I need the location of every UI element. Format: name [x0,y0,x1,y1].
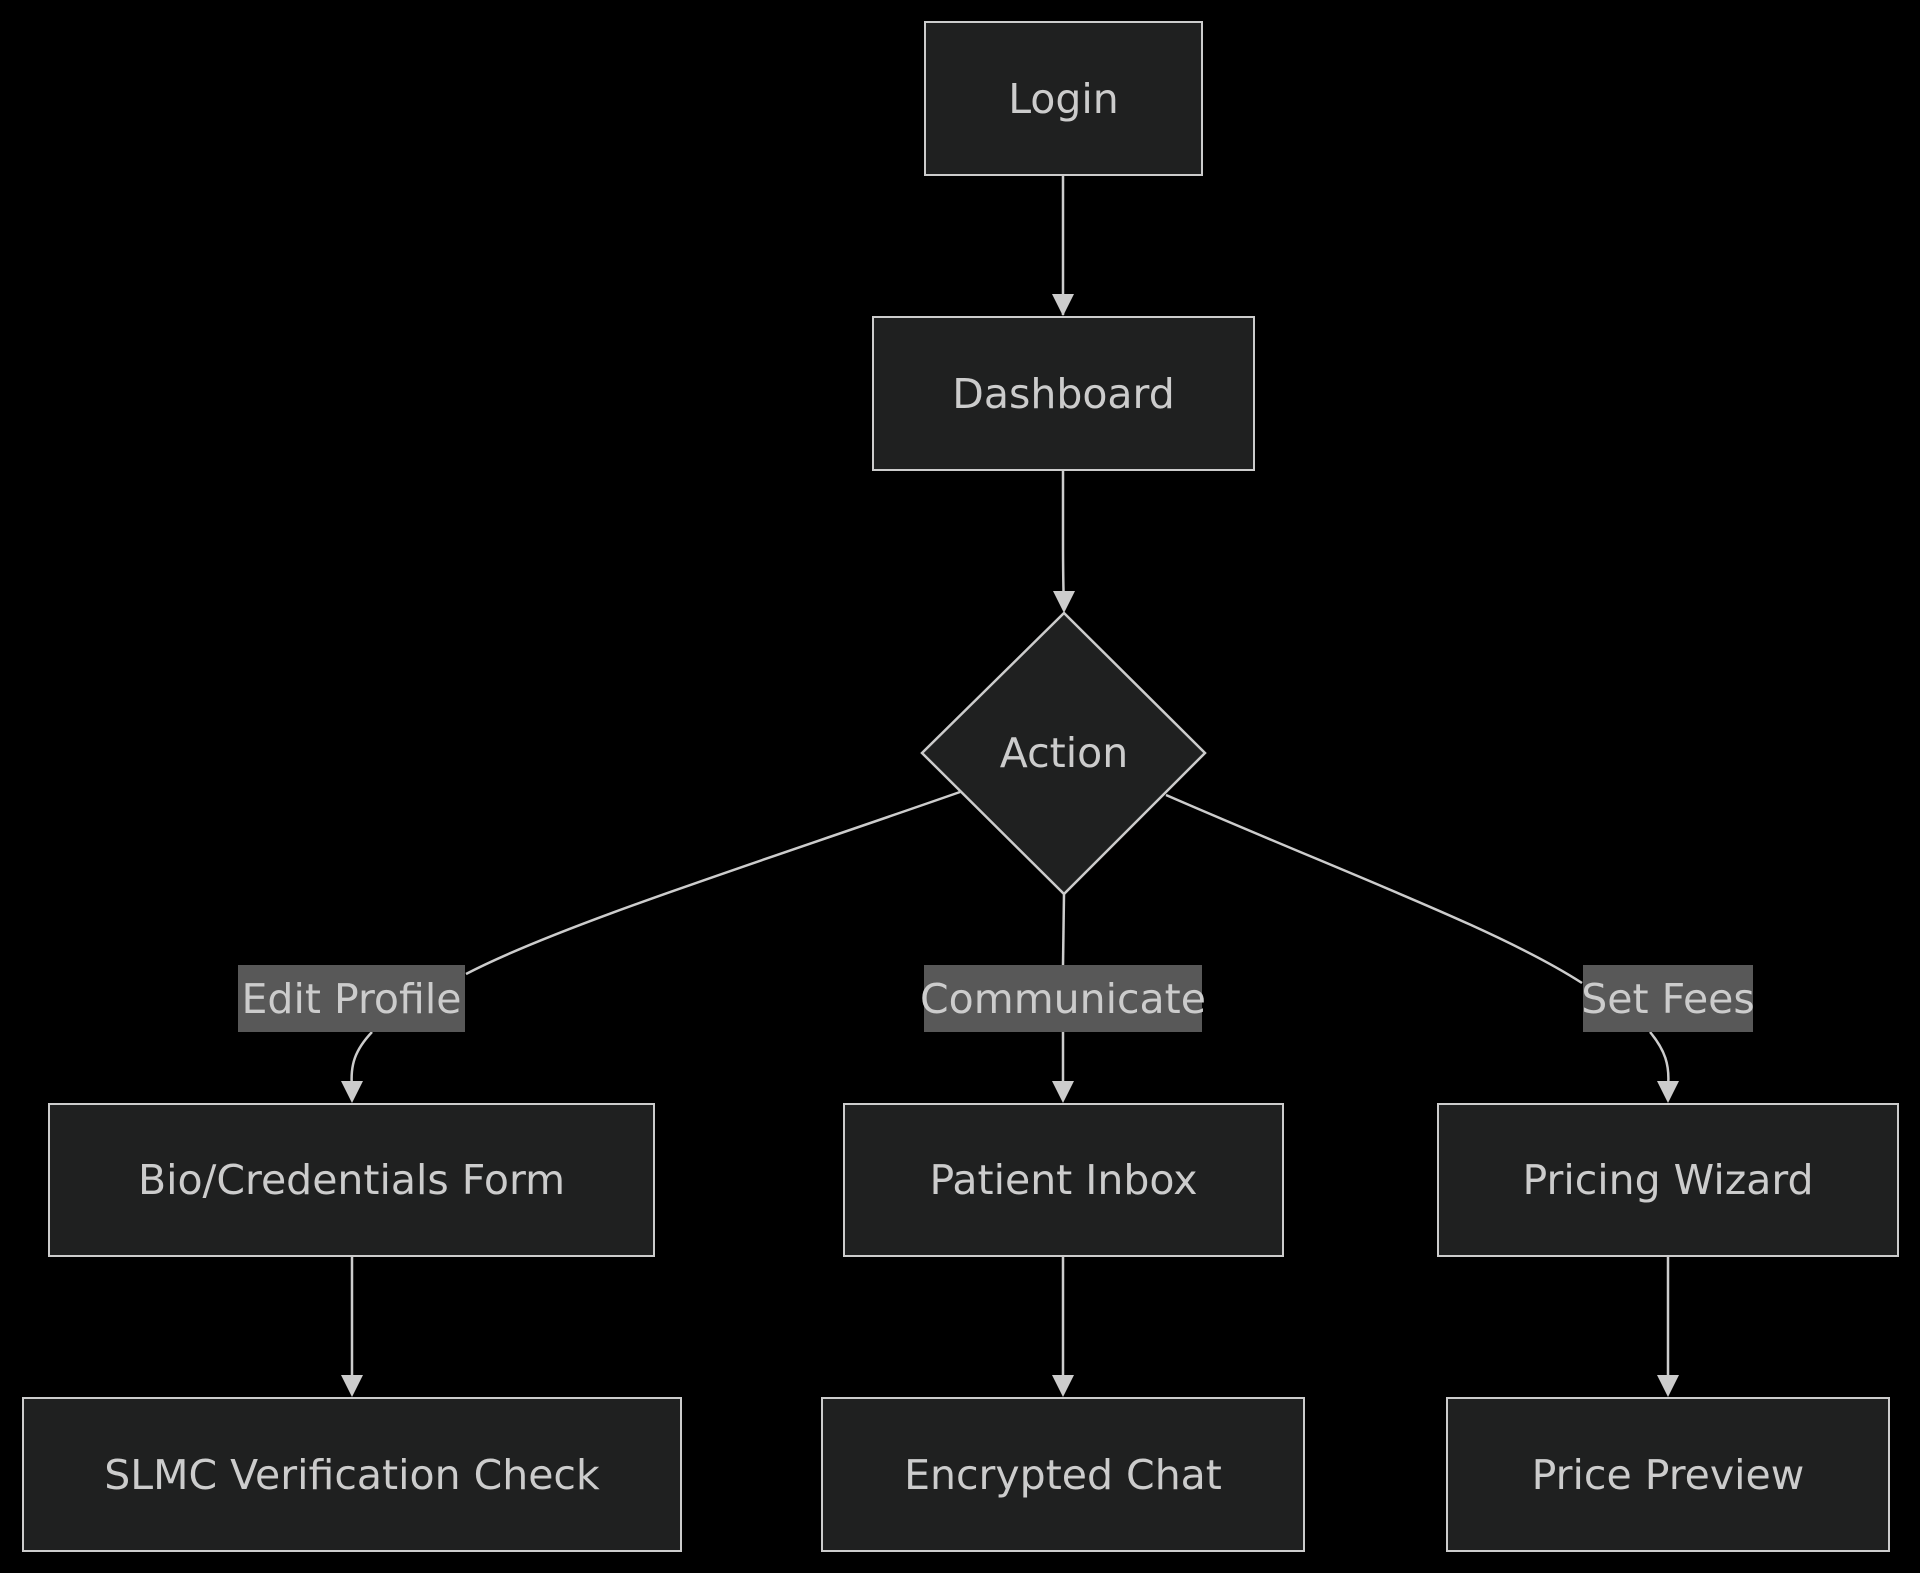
arrowhead-patient-inbox [1052,1081,1074,1103]
edge-action-communicate [1061,893,1066,966]
edge-action-set-fees [1165,793,1583,985]
node-pricing-wizard[interactable]: Pricing Wizard [1437,1103,1899,1257]
arrowhead-dashboard [1052,294,1074,316]
edge-label-communicate: Communicate [920,965,1206,1032]
node-login[interactable]: Login [924,21,1203,176]
arrowhead-price-preview [1657,1375,1679,1397]
arrowhead-action [1053,591,1075,613]
node-slmc-verification-check[interactable]: SLMC Verification Check [22,1397,682,1552]
arrowhead-slmc [341,1375,363,1397]
edge-label-edit-profile: Edit Profile [238,965,465,1032]
node-bio-credentials-form[interactable]: Bio/Credentials Form [48,1103,655,1257]
edge-label-set-fees: Set Fees [1581,965,1755,1032]
action-diamond-shape [920,611,1207,896]
node-price-preview[interactable]: Price Preview [1446,1397,1890,1552]
arrowhead-pricing-wizard [1657,1081,1679,1103]
edge-action-bio-form [465,790,961,976]
node-patient-inbox[interactable]: Patient Inbox [843,1103,1284,1257]
arrowhead-bio-form [341,1081,363,1103]
node-dashboard[interactable]: Dashboard [872,316,1255,471]
edge-dashboard-action [1061,470,1066,609]
edge-edit-profile-bio-form [350,1031,373,1088]
node-encrypted-chat[interactable]: Encrypted Chat [821,1397,1305,1552]
edge-set-fees-pricing-wizard [1649,1031,1670,1088]
node-action[interactable]: Action [999,729,1129,777]
arrowhead-encrypted-chat [1052,1375,1074,1397]
